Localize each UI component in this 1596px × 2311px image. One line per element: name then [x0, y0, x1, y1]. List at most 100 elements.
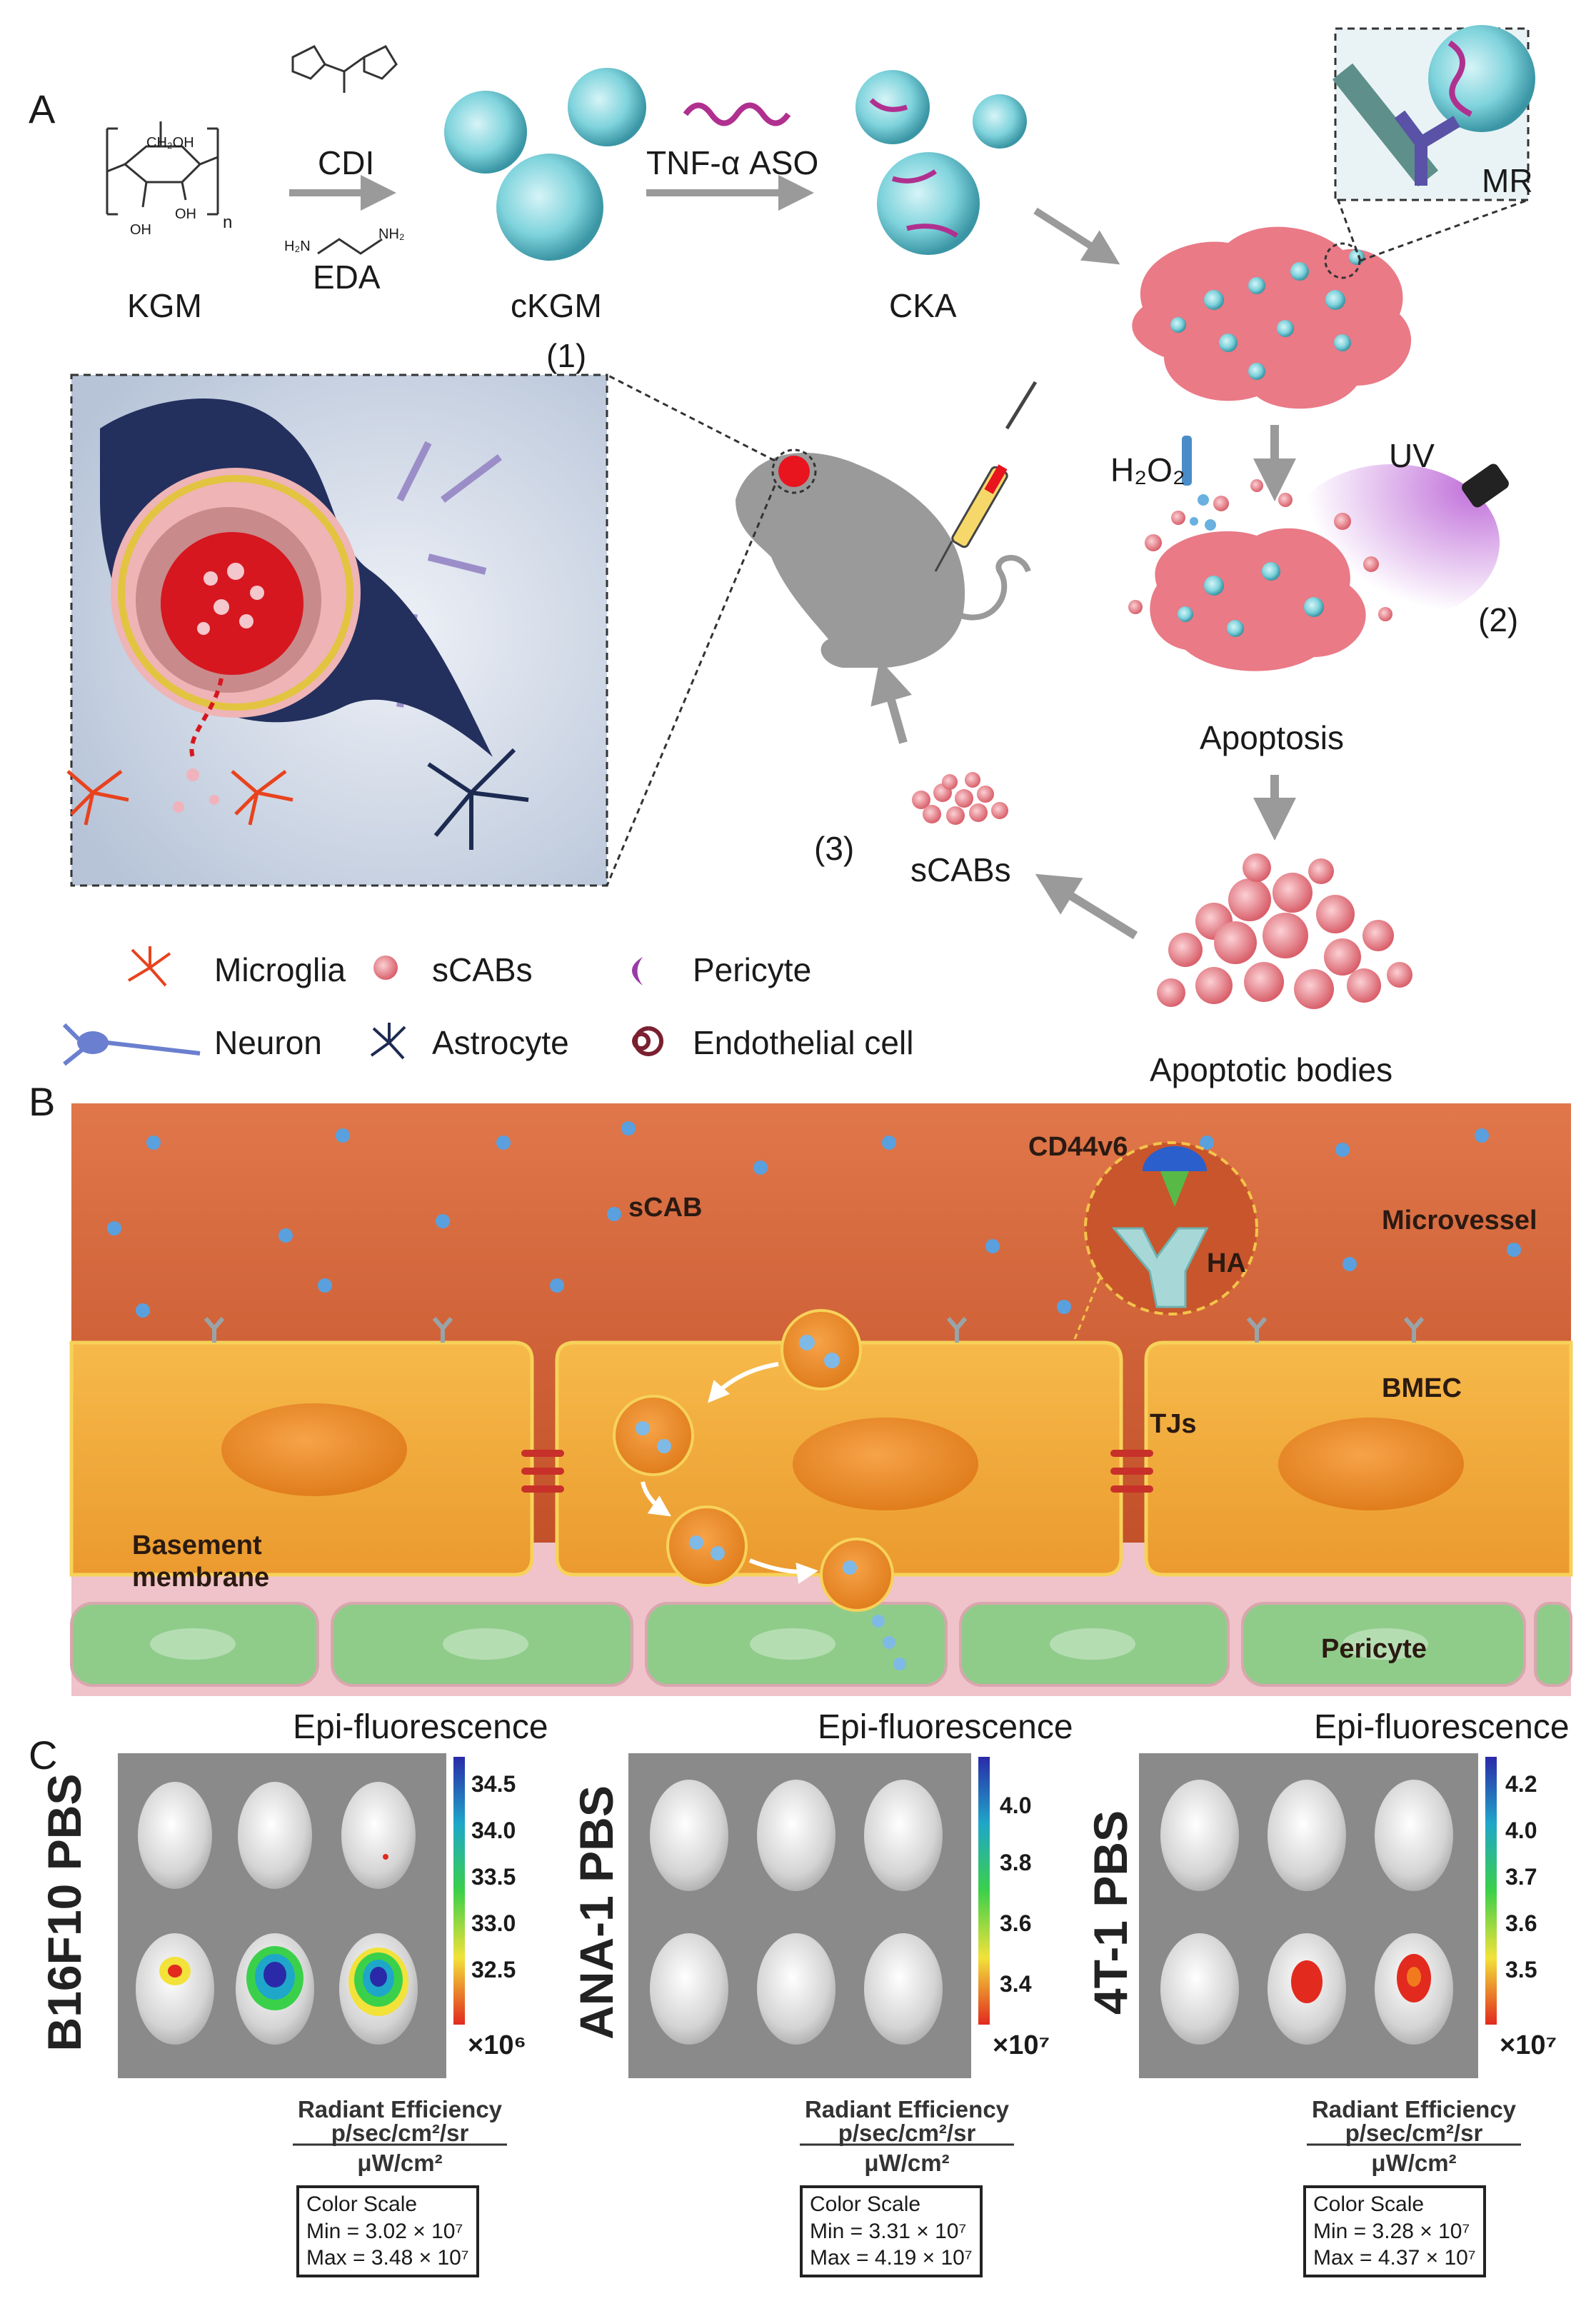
- pipette-icon: [1182, 436, 1216, 531]
- chem-nh2: NH₂: [378, 226, 405, 242]
- aso-strand-icon: [683, 102, 791, 126]
- zoom-line-2: [606, 485, 776, 886]
- panel-c-imaging: [118, 1753, 1521, 2146]
- label-membrane: membrane: [132, 1563, 270, 1593]
- cs-max-2: Max = 4.19 × 10⁷: [810, 2246, 973, 2270]
- tick-label: 3.4: [1000, 1971, 1032, 1997]
- legend-neuron: Neuron: [214, 1024, 322, 1061]
- legend-scabs: sCABs: [432, 951, 533, 988]
- mr-inset: [1332, 25, 1535, 262]
- syringe-icon: [934, 381, 1038, 572]
- zoom-line-1: [606, 374, 776, 462]
- cs-title-2: Color Scale: [810, 2192, 921, 2216]
- colorbar-1: [453, 1757, 465, 2025]
- chem-h2n: H₂N: [284, 239, 311, 254]
- tick-label: 3.6: [1000, 1910, 1032, 1936]
- legend-pericyte: Pericyte: [693, 951, 812, 988]
- label-apoptosis: Apoptosis: [1200, 719, 1345, 756]
- label-pericyte-b: Pericyte: [1321, 1634, 1427, 1664]
- scabs-icon: [373, 956, 398, 980]
- side-label-1: B16F10 PBS: [38, 1773, 91, 2052]
- label-cka: CKA: [889, 287, 957, 324]
- panel-label-c: C: [29, 1733, 58, 1778]
- floating-scabs: [107, 1121, 1521, 1318]
- re-den-3: μW/cm²: [1371, 2150, 1457, 2176]
- re-num-1: p/sec/cm²/sr: [331, 2120, 469, 2146]
- panel-b-schematic: [69, 1103, 1573, 1696]
- legend-endothelial: Endothelial cell: [693, 1024, 914, 1061]
- color-scale-box-1: Color Scale Min = 3.02 × 10⁷ Max = 3.48 …: [296, 2185, 479, 2277]
- label-tjs: TJs: [1150, 1409, 1197, 1439]
- neuron-icon: [62, 1023, 201, 1066]
- astrocyte-icon: [370, 1023, 406, 1060]
- label-cd44v6: CD44v6: [1028, 1132, 1128, 1162]
- uv-lamp-icon: [1462, 463, 1509, 508]
- microglia-icon: [127, 946, 171, 987]
- color-scale-box-3: Color Scale Min = 3.28 × 10⁷ Max = 4.37 …: [1303, 2185, 1486, 2277]
- tick-label: 3.8: [1000, 1850, 1032, 1875]
- apoptotic-bodies-cluster: [1157, 853, 1412, 1009]
- tick-label: 34.5: [471, 1771, 516, 1797]
- title-epi-1: Epi-fluorescence: [293, 1708, 548, 1746]
- side-label-2: ANA-1 PBS: [570, 1785, 623, 2040]
- label-step-2: (2): [1478, 601, 1519, 638]
- re-title-2: Radiant Efficiency: [804, 2096, 1010, 2122]
- label-ha: HA: [1207, 1248, 1246, 1278]
- colorbar-2: [978, 1757, 990, 2025]
- arrow-cka-macrophage: [1033, 207, 1120, 265]
- tick-label: 32.5: [471, 1957, 516, 1982]
- cs-max-1: Max = 3.48 × 10⁷: [306, 2246, 469, 2270]
- tick-label: 34.0: [471, 1818, 516, 1843]
- mouse-icon: [736, 448, 1031, 668]
- cs-min-1: Min = 3.02 × 10⁷: [306, 2219, 463, 2243]
- label-basement: Basement: [132, 1530, 262, 1560]
- transcytosis-vesicles: [613, 1309, 906, 1670]
- re-den-2: μW/cm²: [864, 2150, 950, 2176]
- title-epi-2: Epi-fluorescence: [818, 1708, 1073, 1746]
- re-num-2: p/sec/cm²/sr: [838, 2120, 976, 2146]
- tick-label: 4.0: [1000, 1793, 1032, 1818]
- exponent-1: ×10⁶: [468, 2030, 526, 2060]
- panel-label-a: A: [29, 86, 56, 131]
- fluorescence-signal-b16f10: [159, 1854, 408, 2016]
- label-uv: UV: [1389, 437, 1435, 474]
- arrow-scabs-mouse: [870, 659, 913, 744]
- cs-max-3: Max = 4.37 × 10⁷: [1313, 2246, 1476, 2270]
- cs-min-3: Min = 3.28 × 10⁷: [1313, 2219, 1470, 2243]
- label-eda: EDA: [313, 259, 381, 296]
- macrophage-cell: [1132, 226, 1412, 409]
- endothelial-icon: [632, 1026, 664, 1056]
- cs-title-3: Color Scale: [1313, 2192, 1425, 2216]
- chem-n: n: [223, 213, 233, 232]
- label-scab: sCAB: [628, 1193, 703, 1223]
- scabs-cluster: [912, 772, 1008, 825]
- pericyte-icon: [632, 957, 643, 986]
- label-ckgm: cKGM: [511, 287, 602, 324]
- eda-structure: [317, 238, 383, 255]
- chem-oh-1: OH: [130, 222, 151, 238]
- receptors: [204, 1317, 1425, 1343]
- colorbar-3: [1485, 1757, 1497, 2025]
- re-title-1: Radiant Efficiency: [297, 2096, 503, 2122]
- tick-label: 4.2: [1505, 1771, 1537, 1797]
- label-mr: MR: [1482, 162, 1533, 199]
- tick-label: 4.0: [1505, 1818, 1537, 1843]
- cdi-structure: [291, 45, 398, 93]
- re-title-3: Radiant Efficiency: [1311, 2096, 1517, 2122]
- exponent-2: ×10⁷: [993, 2030, 1050, 2060]
- legend-microglia: Microglia: [214, 951, 346, 988]
- tick-label: 3.7: [1505, 1864, 1537, 1890]
- chem-ch2oh: CH₂OH: [146, 135, 194, 151]
- re-den-1: μW/cm²: [357, 2150, 443, 2176]
- label-scabs: sCABs: [910, 851, 1011, 888]
- title-epi-3: Epi-fluorescence: [1314, 1708, 1570, 1746]
- tick-label: 3.6: [1505, 1910, 1537, 1936]
- chem-oh-2: OH: [175, 206, 196, 222]
- color-scale-box-2: Color Scale Min = 3.31 × 10⁷ Max = 4.19 …: [800, 2185, 983, 2277]
- label-kgm: KGM: [127, 287, 202, 324]
- re-num-3: p/sec/cm²/sr: [1345, 2120, 1483, 2146]
- label-apoptotic-bodies: Apoptotic bodies: [1150, 1051, 1393, 1088]
- label-cdi: CDI: [318, 144, 375, 181]
- label-h2o2: H₂O₂: [1110, 451, 1185, 488]
